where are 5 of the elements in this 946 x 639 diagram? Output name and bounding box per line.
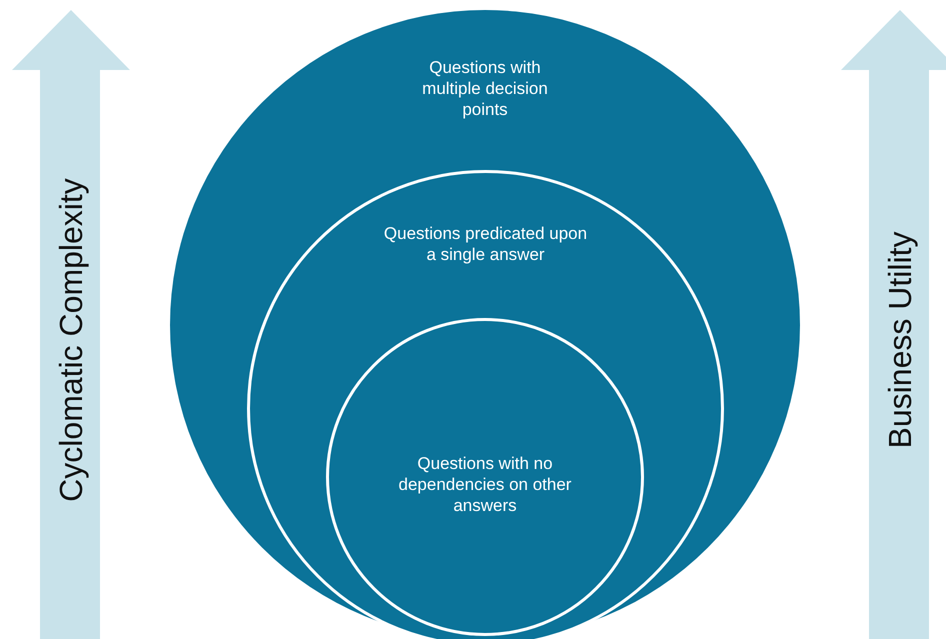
circle-label: Questions with multiple decision points <box>421 57 549 120</box>
circle-label: Questions with no dependencies on other answers <box>398 453 572 516</box>
axis-label: Cyclomatic Complexity <box>55 178 87 502</box>
axis-label: Business Utility <box>884 232 916 448</box>
circle-label: Questions predicated upon a single answer <box>382 223 588 265</box>
